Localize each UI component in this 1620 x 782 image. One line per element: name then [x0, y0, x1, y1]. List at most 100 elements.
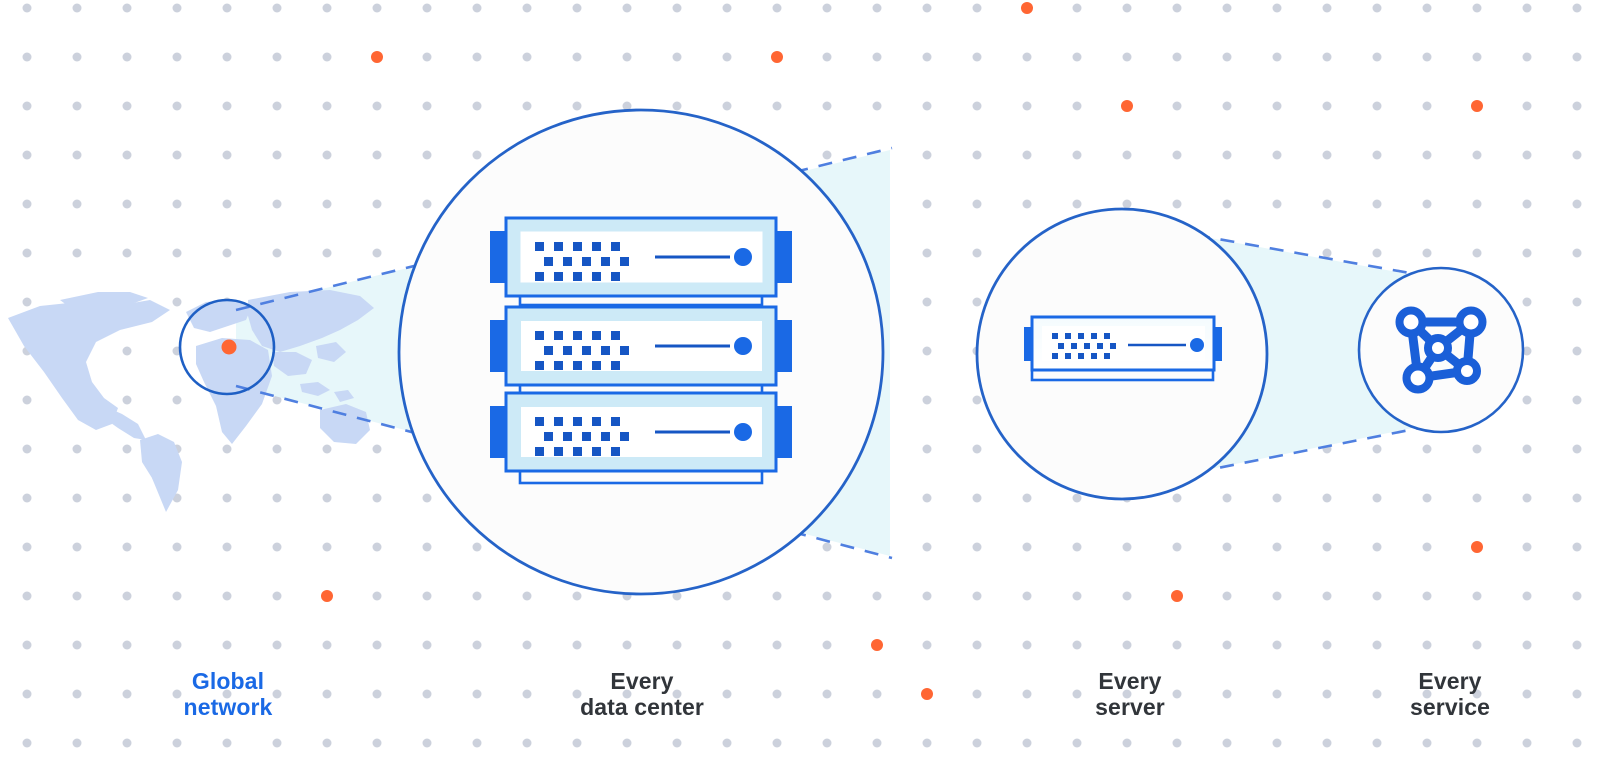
funnel-edge-bottom-left	[235, 384, 893, 560]
grid-dot	[1522, 199, 1532, 209]
grid-dot	[122, 444, 132, 454]
grid-dot	[722, 101, 732, 111]
grid-dot	[972, 297, 982, 307]
stage-every-service[interactable]	[1357, 266, 1525, 434]
grid-dot	[472, 591, 482, 601]
grid-dot	[372, 542, 382, 552]
grid-dot	[122, 346, 132, 356]
grid-dot-accent	[1121, 100, 1133, 112]
grid-dot	[1572, 248, 1582, 258]
grid-dot	[1372, 542, 1382, 552]
grid-dot	[872, 3, 882, 13]
grid-dot	[1522, 542, 1532, 552]
stage-every-data-center[interactable]	[397, 108, 885, 596]
grid-dot	[1522, 395, 1532, 405]
grid-dot	[772, 689, 782, 699]
stage-global-network[interactable]	[178, 298, 276, 396]
grid-dot	[922, 101, 932, 111]
grid-dot	[1372, 150, 1382, 160]
grid-dot	[1522, 248, 1532, 258]
global-network-marker-dot	[221, 339, 237, 355]
grid-dot	[222, 591, 232, 601]
grid-dot	[622, 52, 632, 62]
grid-dot	[422, 52, 432, 62]
grid-dot	[272, 689, 282, 699]
grid-dot	[72, 542, 82, 552]
grid-dot	[622, 640, 632, 650]
single-server-icon	[1024, 315, 1222, 382]
grid-dot	[272, 199, 282, 209]
grid-dot	[922, 395, 932, 405]
grid-dot	[422, 689, 432, 699]
grid-dot	[72, 199, 82, 209]
grid-dot-accent	[1471, 541, 1483, 553]
grid-dot	[1472, 738, 1482, 748]
grid-dot	[1372, 640, 1382, 650]
grid-dot	[22, 3, 32, 13]
grid-dot	[922, 150, 932, 160]
grid-dot	[322, 52, 332, 62]
grid-dot	[1072, 3, 1082, 13]
grid-dot	[1272, 689, 1282, 699]
grid-dot	[922, 640, 932, 650]
grid-dot	[1172, 689, 1182, 699]
grid-dot	[822, 52, 832, 62]
grid-dot	[722, 52, 732, 62]
grid-dot	[972, 101, 982, 111]
grid-dot	[72, 444, 82, 454]
grid-dot	[1022, 493, 1032, 503]
grid-dot	[472, 542, 482, 552]
label-server-line2: server	[1095, 694, 1165, 720]
grid-dot	[422, 199, 432, 209]
grid-dot	[122, 199, 132, 209]
grid-dot	[1022, 689, 1032, 699]
grid-dot	[1122, 591, 1132, 601]
grid-dot	[922, 346, 932, 356]
grid-dot	[72, 591, 82, 601]
grid-dot	[672, 101, 682, 111]
grid-dot	[1372, 738, 1382, 748]
grid-dot	[1472, 199, 1482, 209]
grid-dot	[1122, 542, 1132, 552]
grid-dot	[622, 101, 632, 111]
grid-dot	[922, 248, 932, 258]
grid-dot	[1072, 542, 1082, 552]
grid-dot	[222, 3, 232, 13]
grid-dot	[1122, 150, 1132, 160]
grid-dot	[1572, 493, 1582, 503]
grid-dot	[22, 101, 32, 111]
grid-dot	[1072, 52, 1082, 62]
grid-dot	[22, 493, 32, 503]
grid-dot	[22, 542, 32, 552]
grid-dot	[222, 199, 232, 209]
grid-dot	[522, 3, 532, 13]
grid-dot	[172, 542, 182, 552]
grid-dot	[1172, 493, 1182, 503]
grid-dot	[372, 689, 382, 699]
grid-dot	[1122, 640, 1132, 650]
grid-dot	[972, 689, 982, 699]
grid-dot	[172, 738, 182, 748]
grid-dot	[1072, 591, 1082, 601]
grid-dot	[622, 689, 632, 699]
grid-dot	[922, 738, 932, 748]
grid-dot-accent	[321, 590, 333, 602]
grid-dot	[472, 150, 482, 160]
grid-dot	[1422, 444, 1432, 454]
grid-dot	[1522, 150, 1532, 160]
grid-dot	[1422, 738, 1432, 748]
grid-dot	[322, 150, 332, 160]
grid-dot	[1422, 3, 1432, 13]
grid-dot	[772, 591, 782, 601]
grid-dot	[422, 101, 432, 111]
label-server-line1: Every	[1098, 668, 1162, 694]
grid-dot	[1122, 689, 1132, 699]
stage-every-server[interactable]	[975, 207, 1269, 501]
grid-dot	[1422, 493, 1432, 503]
grid-dot	[722, 3, 732, 13]
grid-dot	[972, 493, 982, 503]
grid-dot	[1572, 542, 1582, 552]
grid-dot	[172, 297, 182, 307]
grid-dot	[1222, 640, 1232, 650]
